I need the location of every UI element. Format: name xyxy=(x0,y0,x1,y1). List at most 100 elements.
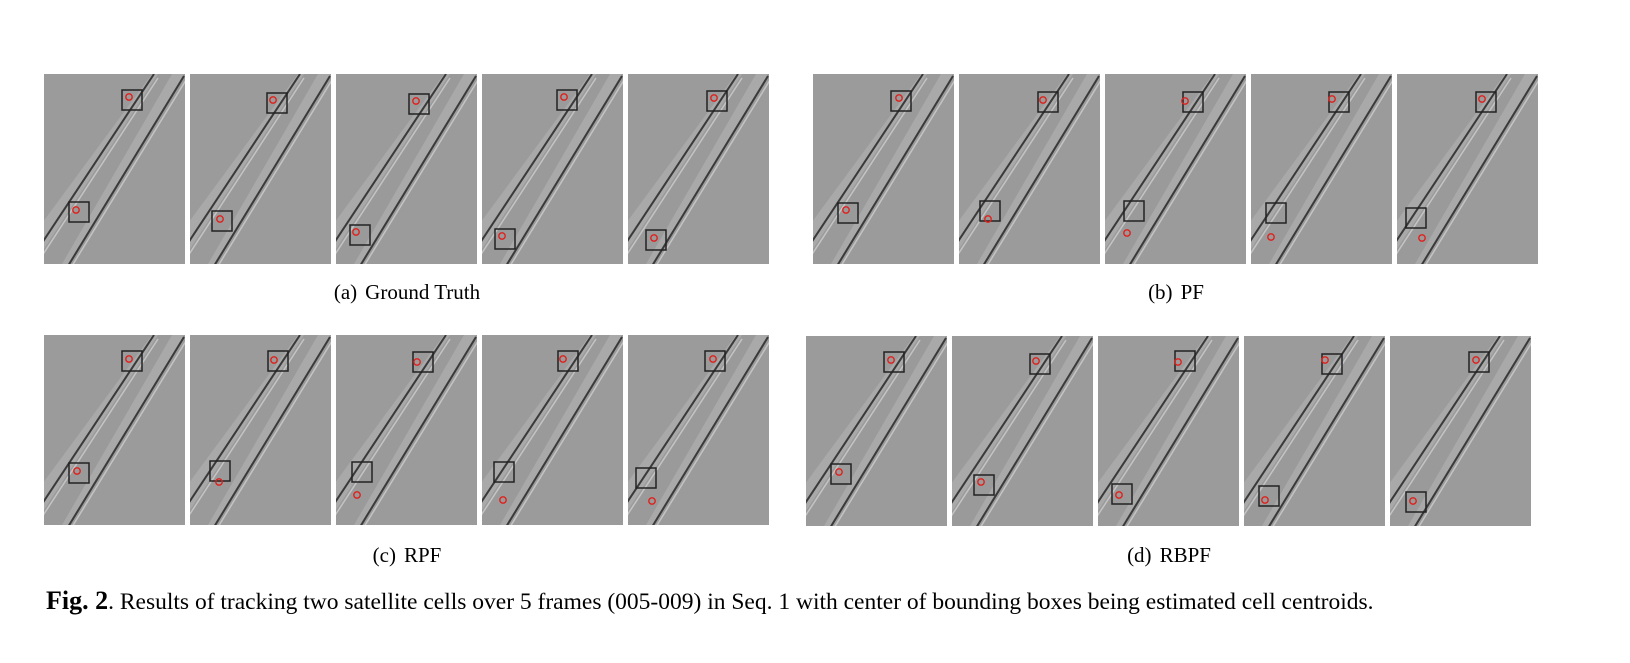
frame-d-3 xyxy=(1098,336,1239,526)
fiber-edge-right-highlight xyxy=(510,80,623,264)
frame-b-2 xyxy=(959,74,1100,264)
muscle-fiber-core xyxy=(628,335,756,525)
fiber-edge-left xyxy=(1397,74,1508,242)
frame-b-4 xyxy=(1251,74,1392,264)
fiber-edge-right-highlight xyxy=(1425,80,1538,264)
muscle-fiber-core xyxy=(1251,74,1379,264)
fiber-edge-right-highlight xyxy=(1279,80,1392,264)
frame-strip-b xyxy=(813,74,1539,264)
fiber-edge-left xyxy=(806,336,917,504)
bounding-box-2 xyxy=(635,467,657,489)
muscle-fiber-core xyxy=(952,336,1080,526)
bounding-box-1 xyxy=(121,89,143,111)
centroid-marker-2 xyxy=(498,232,506,240)
frame-d-4 xyxy=(1244,336,1385,526)
fiber-edge-right xyxy=(1268,337,1385,526)
bounding-box-1 xyxy=(1321,353,1343,375)
microscopy-image xyxy=(1244,336,1385,526)
centroid-marker-2 xyxy=(1115,491,1123,499)
centroid-marker-1 xyxy=(125,93,133,101)
fiber-edge-right-highlight xyxy=(364,341,477,525)
frame-a-5 xyxy=(628,74,769,264)
fiber-edge-right-highlight xyxy=(987,80,1100,264)
muscle-fiber-core xyxy=(1390,336,1518,526)
subcaption-d-tag: (d) xyxy=(1127,543,1152,567)
centroid-marker-2 xyxy=(72,206,80,214)
fiber-edge-left xyxy=(1244,336,1355,504)
subcaption-d: (d) RBPF xyxy=(806,543,1532,568)
fiber-edge-left xyxy=(628,335,739,503)
frame-a-3 xyxy=(336,74,477,264)
microscopy-image xyxy=(1251,74,1392,264)
subcaption-b: (b)PF xyxy=(813,280,1539,305)
bounding-box-1 xyxy=(1468,351,1490,373)
bounding-box-2 xyxy=(1258,485,1280,507)
fiber-edge-left xyxy=(1390,336,1501,504)
microscopy-image xyxy=(190,74,331,264)
fiber-edge-right-highlight xyxy=(72,341,185,525)
bounding-box-1 xyxy=(704,350,726,372)
centroid-marker-2 xyxy=(650,234,658,242)
centroid-marker-1 xyxy=(1478,95,1486,103)
bounding-box-1 xyxy=(706,90,728,112)
fiber-edge-right xyxy=(830,337,947,526)
frame-d-2 xyxy=(952,336,1093,526)
fiber-edge-right-highlight xyxy=(72,80,185,264)
centroid-marker-2 xyxy=(842,206,850,214)
subcaption-c-tag: (c) xyxy=(372,543,396,567)
microscopy-image xyxy=(336,74,477,264)
frame-c-2 xyxy=(190,335,331,525)
fiber-edge-right-highlight xyxy=(1133,80,1246,264)
centroid-marker-1 xyxy=(1039,96,1047,104)
frame-b-5 xyxy=(1397,74,1538,264)
fiber-edge-right xyxy=(983,75,1100,264)
microscopy-image xyxy=(482,335,623,525)
centroid-marker-1 xyxy=(709,355,717,363)
bounding-box-1 xyxy=(1182,91,1204,113)
centroid-marker-2 xyxy=(1409,497,1417,505)
fiber-edge-left xyxy=(959,74,1070,242)
centroid-marker-2 xyxy=(1261,496,1269,504)
bounding-box-2 xyxy=(68,462,90,484)
microscopy-image xyxy=(952,336,1093,526)
centroid-marker-2 xyxy=(215,478,223,486)
fiber-edge-left xyxy=(1098,336,1209,504)
centroid-marker-2 xyxy=(648,497,656,505)
fiber-edge-left xyxy=(952,336,1063,504)
frame-c-4 xyxy=(482,335,623,525)
centroid-marker-2 xyxy=(353,491,361,499)
fiber-edge-left-highlight xyxy=(482,338,597,516)
muscle-fiber-core xyxy=(1244,336,1372,526)
fiber-edge-left xyxy=(1251,74,1362,242)
subcaption-d-title: RBPF xyxy=(1159,543,1211,567)
bounding-box-1 xyxy=(1328,91,1350,113)
centroid-marker-1 xyxy=(560,93,568,101)
figure-caption: Fig. 2. Results of tracking two satellit… xyxy=(46,586,1374,616)
fiber-edge-right xyxy=(214,75,331,264)
bounding-box-2 xyxy=(351,461,373,483)
centroid-marker-1 xyxy=(269,96,277,104)
fiber-edge-left-highlight xyxy=(44,77,159,255)
fiber-edge-left-highlight xyxy=(628,77,743,255)
figure-caption-text: . Results of tracking two satellite cell… xyxy=(108,589,1374,615)
fiber-edge-right xyxy=(360,336,477,525)
muscle-fiber-core xyxy=(336,335,464,525)
centroid-marker-2 xyxy=(1123,229,1131,237)
microscopy-image xyxy=(1098,336,1239,526)
frame-d-5 xyxy=(1390,336,1531,526)
muscle-fiber-core xyxy=(1098,336,1226,526)
fiber-edge-left xyxy=(813,74,924,242)
fiber-edge-right xyxy=(652,336,769,525)
fiber-edge-left-highlight xyxy=(959,77,1074,255)
fiber-edge-left-highlight xyxy=(336,338,451,516)
frame-strip-c xyxy=(44,335,770,525)
panel-c xyxy=(44,335,770,525)
subcaption-a: (a)Ground Truth xyxy=(44,280,770,305)
frame-strip-a xyxy=(44,74,770,264)
centroid-marker-1 xyxy=(413,358,421,366)
fiber-edge-right-highlight xyxy=(1126,342,1239,526)
bounding-box-2 xyxy=(1405,207,1427,229)
bounding-box-1 xyxy=(1029,353,1051,375)
fiber-edge-left xyxy=(44,74,155,242)
fiber-edge-left xyxy=(336,74,447,242)
